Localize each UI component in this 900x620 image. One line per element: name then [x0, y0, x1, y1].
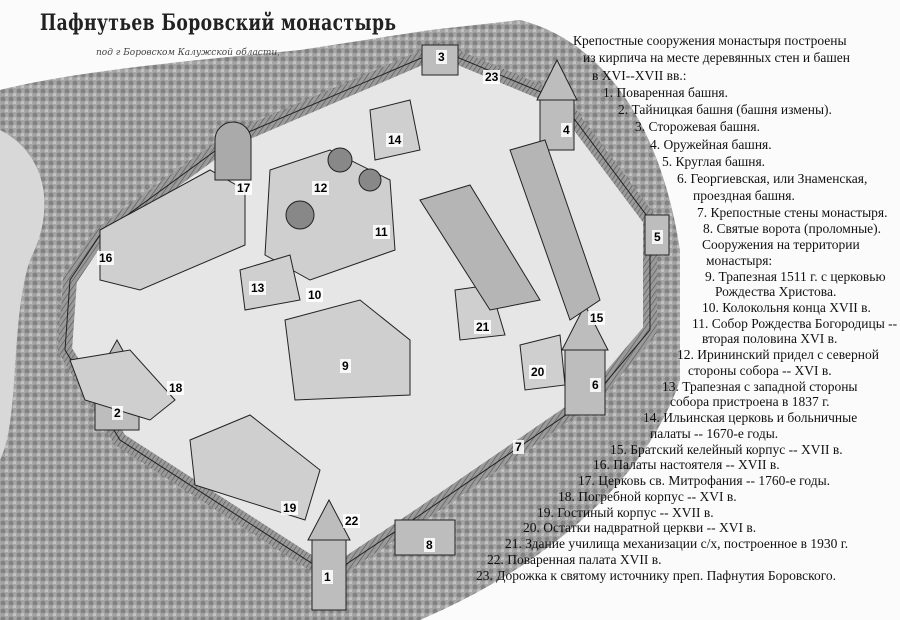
river: [0, 130, 45, 460]
marker-16: 16: [97, 251, 115, 265]
marker-4: 4: [561, 123, 572, 137]
legend-item: 11. Собор Рождества Богородицы --: [692, 316, 898, 331]
legend-item: 20. Остатки надвратной церкви -- XVI в.: [523, 520, 757, 535]
marker-17: 17: [235, 181, 253, 195]
legend-item: 16. Палаты настоятеля -- XVII в.: [593, 457, 780, 472]
legend-item: 3. Сторожевая башня.: [635, 119, 760, 134]
legend-item: палаты -- 1670-е годы.: [650, 426, 779, 441]
legend-item: 19. Гостиный корпус -- XVII в.: [537, 505, 714, 520]
legend-item: 21. Здание училища механизации с/х, пост…: [505, 536, 849, 551]
legend-item: 12. Ирининский придел с северной: [677, 347, 879, 362]
legend-header-line: из кирпича на месте деревянных стен и ба…: [583, 50, 851, 65]
legend-item: стороны собора -- XVI в.: [688, 363, 832, 378]
legend-item: 1. Поваренная башня.: [603, 85, 729, 100]
marker-1: 1: [322, 570, 333, 584]
marker-12: 12: [312, 181, 330, 195]
legend-item: 9. Трапезная 1511 г. с церковью: [705, 269, 886, 284]
marker-5: 5: [652, 230, 663, 244]
legend-item: 15. Братский келейный корпус -- XVII в.: [610, 442, 843, 457]
marker-6: 6: [590, 378, 601, 392]
legend-item: проездная башня.: [693, 188, 795, 203]
map-title-text: Пафнутьев Боровский монастырь: [40, 10, 397, 36]
legend-item: Рождества Христова.: [715, 284, 837, 299]
legend-item: 6. Георгиевская, или Знаменская,: [677, 171, 868, 186]
marker-21: 21: [474, 320, 492, 334]
marker-10: 10: [306, 288, 324, 302]
legend-item: 23. Дорожка к святому источнику преп. Па…: [476, 568, 837, 583]
map-title: Пафнутьев Боровский монастырь: [40, 10, 396, 36]
legend-item: 22. Поваренная палата XVII в.: [487, 552, 662, 567]
marker-13: 13: [249, 281, 267, 295]
marker-11: 11: [373, 225, 390, 239]
buildings: [69, 99, 601, 521]
legend-item: 8. Святые ворота (проломные).: [703, 221, 882, 236]
marker-15: 15: [588, 311, 606, 325]
legend-item: 5. Круглая башня.: [662, 154, 766, 169]
marker-18: 18: [167, 381, 185, 395]
marker-23: 23: [483, 70, 501, 84]
legend-item: 17. Церковь св. Митрофания -- 1760-е год…: [578, 473, 831, 488]
legend-item: 7. Крепостные стены монастыря.: [697, 205, 888, 220]
legend-header-line: в XVI--XVII вв.:: [592, 68, 687, 83]
legend-item: 2. Тайницкая башня (башня измены).: [618, 102, 832, 117]
legend-item: 14. Ильинская церковь и больничные: [643, 410, 858, 425]
marker-8: 8: [424, 538, 435, 552]
legend-item: 18. Погребной корпус -- XVI в.: [558, 489, 737, 504]
marker-19: 19: [281, 501, 299, 515]
legend-item: 13. Трапезная с западной стороны: [662, 379, 858, 394]
marker-14: 14: [386, 133, 404, 147]
marker-22: 22: [343, 514, 361, 528]
marker-20: 20: [529, 365, 547, 379]
marker-2: 2: [112, 406, 123, 420]
legend-item: 10. Колокольня конца XVII в.: [702, 300, 871, 315]
map-subtitle: под г Боровском Калужской области,: [96, 48, 281, 58]
legend-item: собора пристроена в 1837 г.: [670, 394, 830, 409]
legend-header-line: Сооружения на территории: [702, 237, 860, 252]
legend-header-line: Крепостные сооружения монастыря построен…: [573, 33, 847, 48]
marker-9: 9: [340, 359, 351, 373]
marker-3: 3: [436, 50, 447, 64]
marker-7: 7: [513, 440, 524, 454]
legend-item: вторая половина XVI в.: [702, 331, 838, 346]
legend-item: 4. Оружейная башня.: [650, 137, 772, 152]
legend-header-line: монастыря:: [706, 253, 773, 268]
